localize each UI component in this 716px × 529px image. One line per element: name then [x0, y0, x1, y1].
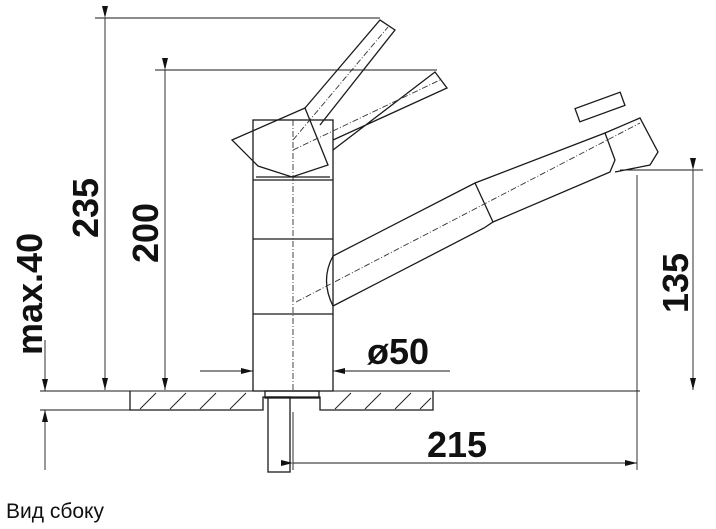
dimension-label-200: 200: [125, 203, 166, 263]
dimension-135: 135: [620, 158, 703, 390]
dimension-max40: max.40: [9, 233, 130, 470]
pull-out-spout: [295, 91, 659, 307]
dimension-215: 215: [281, 175, 638, 470]
dimension-label-max40: max.40: [9, 233, 50, 355]
mounting-shank: [267, 396, 291, 473]
lever-handle: [230, 19, 449, 178]
dimension-label-235: 235: [65, 178, 106, 238]
dimension-200: 200: [125, 58, 437, 390]
faucet-body: [252, 119, 334, 392]
dimension-label-diameter: ø50: [367, 331, 429, 372]
dimension-235: 235: [65, 6, 380, 390]
dimension-label-135: 135: [655, 253, 696, 313]
view-caption: Вид сбоку: [6, 500, 104, 523]
dimension-diameter-50: ø50: [200, 331, 450, 374]
dimension-label-215: 215: [427, 424, 487, 465]
countertop: [40, 390, 640, 411]
